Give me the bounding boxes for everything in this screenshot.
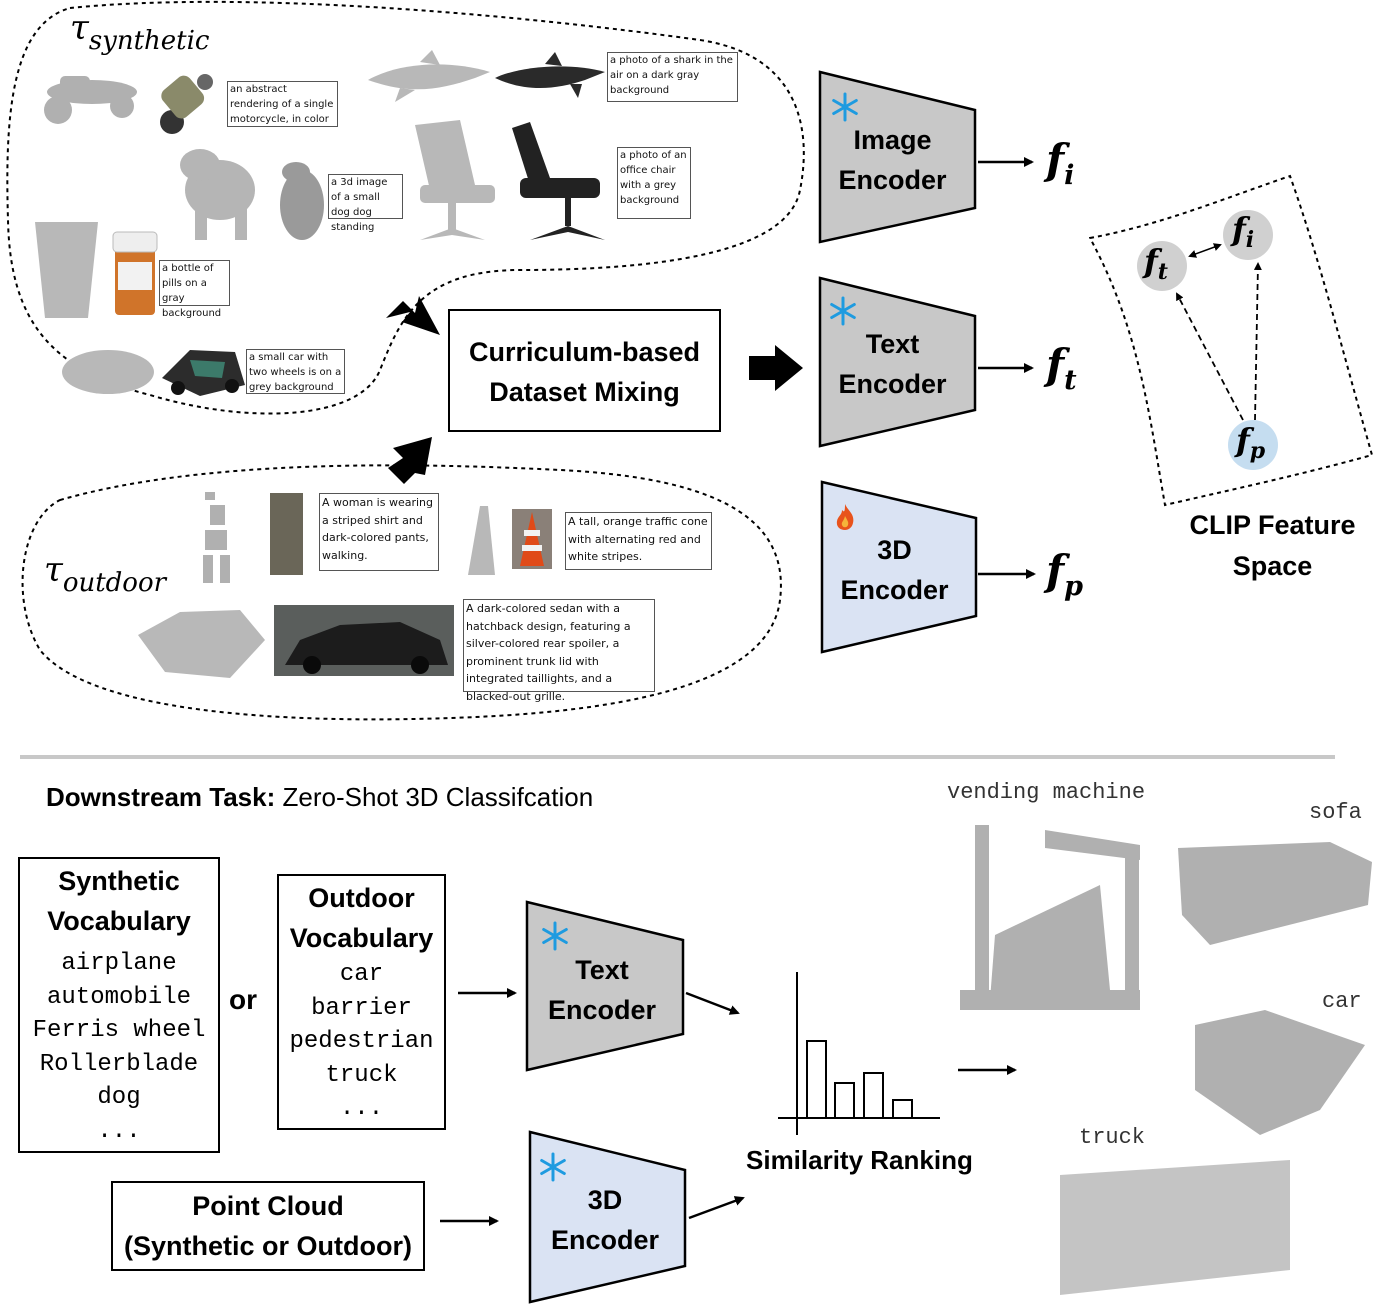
tau-outdoor-label: τoutdoor: [44, 550, 167, 598]
vocab-item: Rollerblade: [39, 1050, 199, 1078]
vocab-item: pedestrian: [289, 1028, 434, 1055]
snowflake-icon: [828, 296, 858, 326]
vocab-item: ...: [339, 1095, 384, 1122]
synthetic-vocab-title2: Vocabulary: [47, 906, 191, 936]
feature-fi: fi: [1046, 135, 1075, 191]
vocab-item: airplane: [61, 950, 177, 977]
caption-traffic-cone: A tall, orange traffic cone with alterna…: [565, 512, 712, 570]
motorcycle-render: [160, 74, 213, 134]
bottom-text-encoder-shape: [525, 900, 685, 1072]
sofa-point-cloud: [1178, 842, 1372, 945]
prediction-label-truck: truck: [1079, 1125, 1146, 1150]
prediction-label-vending-machine: vending machine: [947, 780, 1146, 805]
prediction-label-sofa: sofa: [1309, 800, 1362, 825]
3d-encoder-shape: [820, 480, 978, 654]
caption-sedan: A dark-colored sedan with a hatchback de…: [463, 599, 655, 703]
synthetic-to-mixing-arrow: [386, 296, 440, 335]
dog-point-cloud: [180, 149, 255, 240]
ft-node: [1137, 241, 1187, 291]
or-label: or: [229, 984, 257, 1015]
shark-render: [495, 52, 605, 98]
outdoor-to-mixing-arrow: [388, 437, 432, 484]
text-encoder-shape: [818, 276, 977, 448]
outdoor-vocab-title1: Outdoor: [308, 883, 415, 913]
curriculum-mixing-box: Curriculum-based Dataset Mixing: [448, 309, 721, 432]
pill-bottle-render: [112, 231, 158, 315]
vocab-item: car: [339, 961, 384, 988]
car-render: [162, 350, 245, 396]
ft-node-label: ft: [1144, 242, 1168, 285]
caption-pedestrian: A woman is wearing a striped shirt and d…: [319, 493, 439, 571]
caption-bottle: a bottle of pills on a gray background: [159, 260, 230, 319]
mixing-box-line1: Curriculum-based: [468, 337, 701, 367]
cone-point-cloud: [468, 506, 495, 575]
cone-photo: [512, 509, 552, 569]
feature-ft: ft: [1046, 340, 1077, 396]
prediction-label-car: car: [1322, 989, 1362, 1014]
snowflake-icon: [540, 921, 570, 951]
dog-render: [280, 162, 324, 240]
sedan-point-cloud: [138, 610, 265, 678]
vocab-item: dog: [97, 1084, 141, 1111]
vocab-item: Ferris wheel: [32, 1017, 206, 1044]
shark-point-cloud: [368, 50, 490, 102]
outdoor-vocab-title2: Vocabulary: [289, 923, 434, 953]
similarity-ranking-label: Similarity Ranking: [746, 1145, 973, 1175]
similarity-bar: [834, 1082, 855, 1119]
sedan-photo: [274, 605, 454, 676]
outdoor-vocabulary-box: Outdoor Vocabulary car barrier pedestria…: [277, 874, 446, 1130]
similarity-bar: [806, 1040, 827, 1119]
similarity-bar: [863, 1072, 884, 1119]
bottom-3d-encoder-shape: [528, 1130, 687, 1304]
vocab-item: ...: [97, 1117, 141, 1145]
chair-point-cloud: [415, 120, 495, 240]
fp-node-label: fp: [1236, 421, 1266, 464]
truck-point-cloud: [1060, 1160, 1290, 1295]
car-point-cloud: [62, 350, 154, 394]
mixing-to-encoders-arrow: [749, 345, 803, 391]
caption-chair: a photo of an office chair with a grey b…: [617, 147, 691, 219]
vocab-item: truck: [325, 1061, 398, 1089]
caption-car: a small car with two wheels is on a grey…: [246, 349, 345, 394]
snowflake-icon: [538, 1152, 568, 1182]
car-prediction-point-cloud: [1195, 1010, 1365, 1135]
pedestrian-point-cloud: [203, 492, 230, 583]
synthetic-vocabulary-box: Synthetic Vocabulary airplane automobile…: [18, 857, 220, 1153]
tau-synthetic-label: τsynthetic: [70, 8, 210, 56]
clip-feature-space-region: [1088, 174, 1374, 507]
vocab-item: automobile: [46, 983, 192, 1011]
caption-shark: a photo of a shark in the air on a dark …: [607, 52, 738, 102]
similarity-bar: [892, 1099, 913, 1119]
feature-fp: fp: [1046, 546, 1083, 602]
image-encoder-shape: [818, 70, 977, 244]
similarity-chart: [778, 972, 940, 1135]
fp-node: [1228, 420, 1278, 470]
outdoor-dataset-region: [21, 464, 782, 721]
bottle-point-cloud: [35, 222, 98, 318]
downstream-task-title: Downstream Task: Zero-Shot 3D Classifcat…: [46, 782, 594, 812]
caption-motorcycle: an abstract rendering of a single motorc…: [227, 81, 338, 127]
fire-icon: [830, 502, 860, 532]
fi-node: [1223, 210, 1273, 260]
chair-render: [512, 122, 605, 240]
vending-machine-point-cloud: [960, 825, 1140, 1010]
fi-node-label: fi: [1232, 210, 1255, 253]
motorcycle-point-cloud: [44, 76, 137, 124]
mixing-box-line2: Dataset Mixing: [489, 377, 680, 407]
snowflake-icon: [830, 92, 860, 122]
vocab-item: barrier: [311, 994, 412, 1022]
synthetic-vocab-title1: Synthetic: [58, 866, 180, 896]
point-cloud-input-box: Point Cloud (Synthetic or Outdoor): [111, 1181, 425, 1271]
synthetic-dataset-region: [6, 0, 805, 415]
caption-dog: a 3d image of a small dog dog standing: [328, 174, 403, 233]
pedestrian-photo: [270, 493, 303, 575]
